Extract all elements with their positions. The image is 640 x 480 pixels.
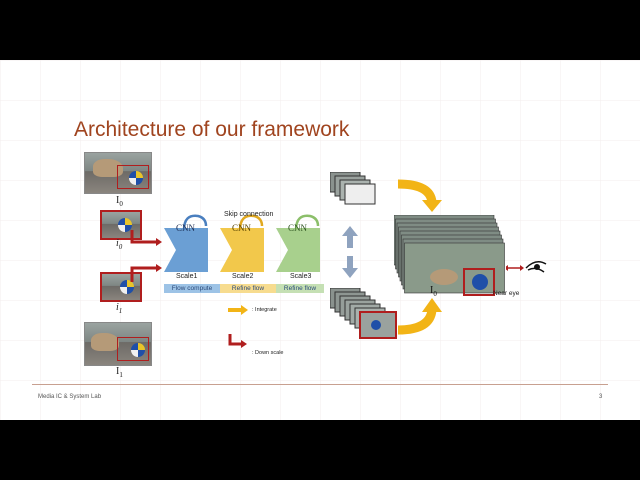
cnn-label-1: CNN (176, 223, 196, 233)
page-number: 3 (599, 394, 603, 400)
frame-I1 (84, 322, 152, 366)
legend-down-scale: : Down scale (252, 350, 284, 356)
down-arrow-icon (342, 256, 358, 278)
cnn-label-3: CNN (288, 223, 308, 233)
dog-figure (430, 269, 458, 285)
roi-box (463, 268, 495, 296)
near-eye-label: Near eye (493, 290, 520, 297)
scale-label-1: Scale1 (176, 273, 198, 280)
down-scale-arrow-i0 (130, 230, 156, 244)
integrate-arrow-bottom (397, 298, 442, 335)
bar-flow-compute: Flow compute (164, 284, 220, 293)
flow-arrows (342, 226, 358, 278)
integrate-arrow-top (397, 179, 442, 212)
up-arrow-icon (342, 226, 358, 248)
ball-figure (472, 274, 488, 290)
near-eye-figure (506, 261, 547, 273)
down-scale-arrow-i1 (130, 266, 156, 282)
legend-integrate: : Integrate (252, 307, 277, 313)
cnn-label-2: CNN (232, 223, 252, 233)
down-scale-legend-icon (228, 334, 242, 346)
cnn-block-scale1 (164, 228, 208, 272)
cnn-block-scale2 (220, 228, 264, 272)
slide-title: Architecture of our framework (74, 118, 350, 141)
footer-divider (32, 384, 608, 385)
flow-stack-bottom (330, 288, 397, 339)
cnn-block-scale3 (276, 228, 320, 272)
crop-i1 (100, 272, 142, 302)
scale-label-3: Scale3 (290, 273, 312, 280)
network-diagram (130, 214, 320, 282)
bar-refine-flow-1: Refine flow (220, 284, 276, 293)
label-i1: i1 (116, 302, 123, 315)
flow-stack-top (330, 172, 376, 205)
label-I0: I0 (116, 195, 123, 208)
slide: Architecture of our framework I0 i0 i1 I… (0, 60, 640, 420)
scale-label-2: Scale2 (232, 273, 254, 280)
footer-text: Media IC & System Lab (38, 394, 102, 400)
frame-I0 (84, 152, 152, 194)
bar-refine-flow-2: Refine flow (276, 284, 324, 293)
crop-i0 (100, 210, 142, 240)
skip-connection-label: Skip connection (224, 211, 274, 218)
output-frame-stack (394, 215, 505, 296)
legend-icons (228, 305, 248, 348)
label-I1: I1 (116, 366, 123, 379)
label-i0: i0 (116, 238, 123, 251)
label-output-I0: I0 (430, 285, 437, 298)
